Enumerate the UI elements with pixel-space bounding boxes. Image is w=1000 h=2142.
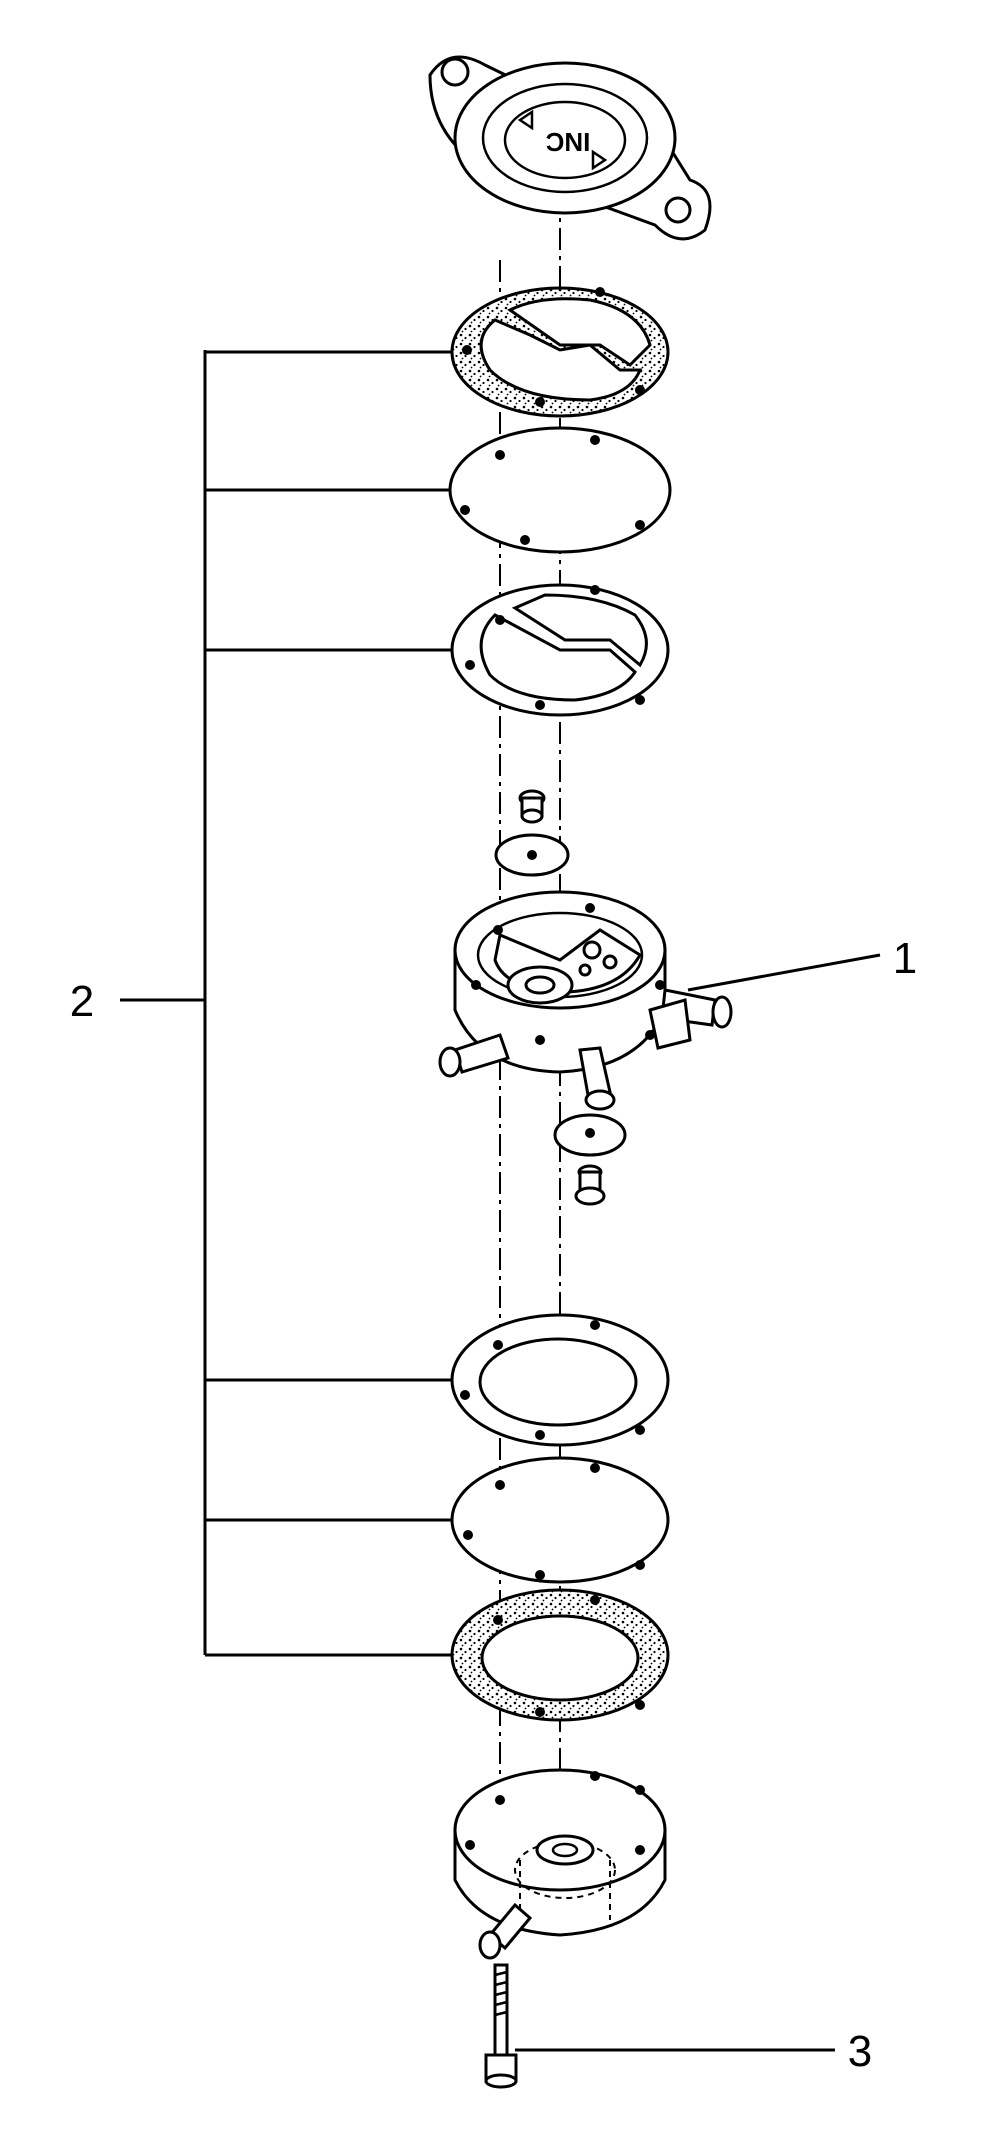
callout-1-leader <box>687 953 881 992</box>
upper-stippled-gasket <box>450 286 670 418</box>
pump-body <box>438 890 733 1111</box>
lower-stippled-gasket <box>450 1588 670 1722</box>
lower-ring-gasket <box>450 1313 670 1447</box>
callout-1-label: 1 <box>893 934 917 983</box>
callout-2-label: 2 <box>70 977 94 1026</box>
lower-valve-screw <box>574 1164 606 1206</box>
callout-2-bracket <box>120 350 462 1657</box>
top-cover: INC <box>428 55 712 241</box>
mounting-bolt <box>484 1963 518 2089</box>
upper-diaphragm <box>448 426 672 554</box>
upper-valve-screw <box>518 789 546 824</box>
callout-3-label: 3 <box>848 2027 872 2076</box>
bottom-cover <box>453 1768 667 1960</box>
upper-outline-gasket <box>450 583 670 717</box>
lower-diaphragm <box>450 1456 670 1584</box>
upper-valve-washer <box>494 833 570 877</box>
cover-marking-text: INC <box>545 127 590 157</box>
lower-valve-washer <box>553 1113 627 1157</box>
